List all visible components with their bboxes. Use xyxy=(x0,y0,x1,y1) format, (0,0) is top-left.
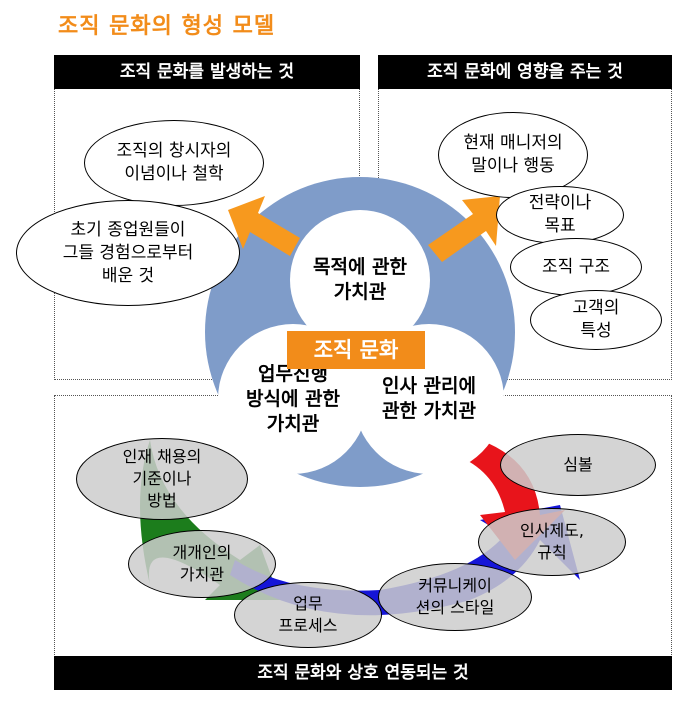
bubble-individual-values: 개개인의 가치관 xyxy=(128,530,276,598)
bubble-recruitment: 인재 채용의 기준이나 방법 xyxy=(76,438,248,520)
orange-arrow-right xyxy=(428,196,500,262)
core-label: 조직 문화 xyxy=(287,331,425,369)
header-right: 조직 문화에 영향을 주는 것 xyxy=(378,55,672,89)
bubble-founder-philosophy: 조직의 창시자의 이념이나 철학 xyxy=(84,120,264,206)
header-left: 조직 문화를 발생하는 것 xyxy=(54,55,360,89)
bubble-hr-system: 인사제도, 규칙 xyxy=(478,508,626,576)
bubble-org-structure: 조직 구조 xyxy=(510,238,642,296)
bubble-manager-behavior: 현재 매니저의 말이나 행동 xyxy=(438,112,588,198)
bubble-customer: 고객의 특성 xyxy=(530,290,662,350)
bubble-early-employees: 초기 종업원들이 그들 경험으로부터 배운 것 xyxy=(16,200,240,306)
bubble-strategy: 전략이나 목표 xyxy=(496,186,624,244)
bubble-symbol: 심볼 xyxy=(500,434,656,496)
orange-arrow-left xyxy=(228,196,300,256)
header-bottom: 조직 문화와 상호 연동되는 것 xyxy=(54,656,672,690)
bubble-communication-style: 커뮤니케이 션의 스타일 xyxy=(378,563,532,631)
page-title: 조직 문화의 형성 모델 xyxy=(58,14,276,39)
bubble-work-process: 업무 프로세스 xyxy=(234,582,382,648)
